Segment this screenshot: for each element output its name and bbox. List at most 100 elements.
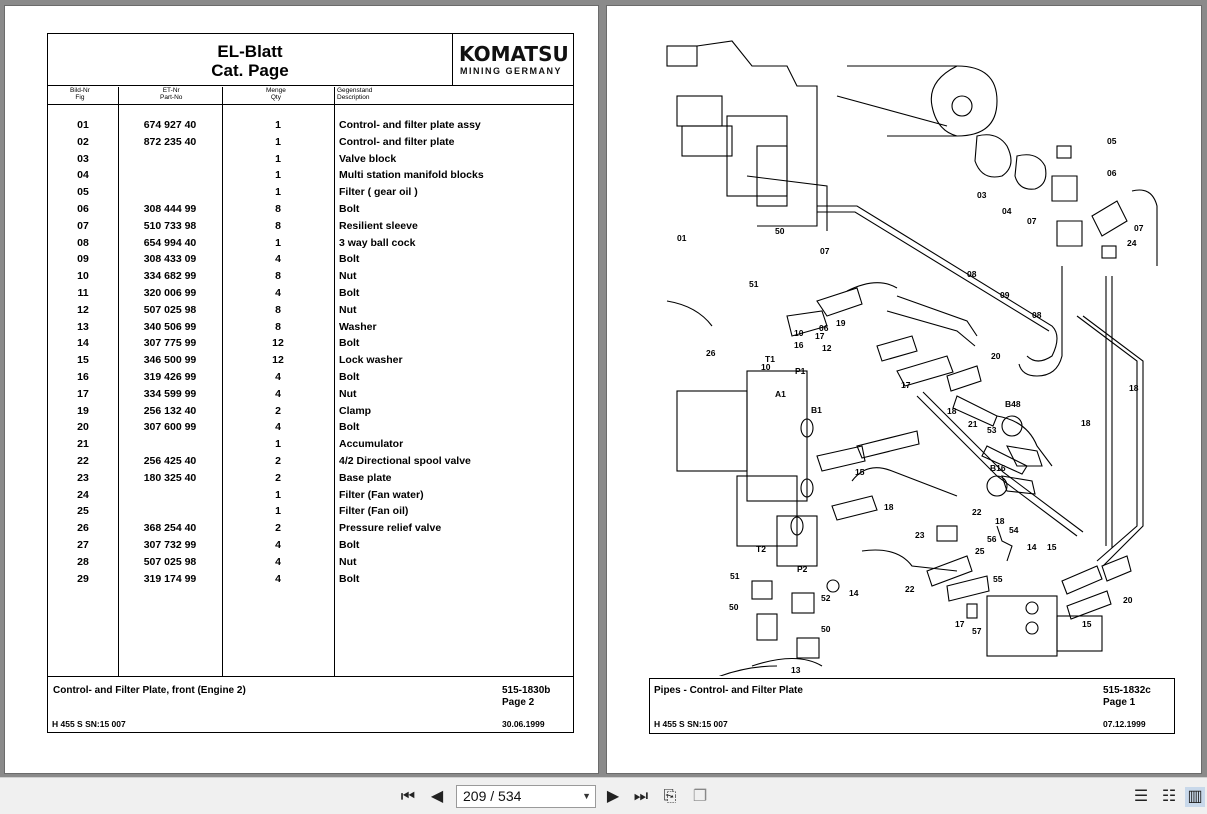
footer-page: Page 2 xyxy=(502,697,535,708)
callout-label: 15 xyxy=(855,467,865,477)
description-cell: Bolt xyxy=(339,421,360,434)
part-no-cell: 320 006 99 xyxy=(143,286,197,299)
diagram-footer-code: 515-1832c xyxy=(1103,685,1151,696)
part-no-cell: 308 444 99 xyxy=(143,202,197,215)
part-no-cell: 872 235 40 xyxy=(143,135,197,148)
logo-sub-text: MINING GERMANY xyxy=(460,66,562,76)
description-cell: Valve block xyxy=(339,152,397,165)
callout-label: 04 xyxy=(1002,206,1012,216)
description-cell: Nut xyxy=(339,270,357,283)
last-page-icon[interactable]: ⏭ xyxy=(633,788,649,805)
fig-cell: 01 xyxy=(77,119,89,131)
callout-label: 06 xyxy=(1107,168,1117,178)
callout-label: 14 xyxy=(1027,542,1037,552)
first-page-icon[interactable]: ⏮ xyxy=(400,788,416,805)
qty-cell: 1 xyxy=(275,438,281,451)
qty-cell: 1 xyxy=(275,152,281,165)
callout-label: 18 xyxy=(947,406,957,416)
fig-cell: 19 xyxy=(77,404,89,417)
qty-cell: 4 xyxy=(275,370,281,383)
two-page-view-icon[interactable]: ▥ xyxy=(1185,787,1205,807)
fig-cell: 02 xyxy=(77,135,89,148)
fig-cell: 04 xyxy=(77,169,89,182)
description-cell: Bolt xyxy=(339,286,360,299)
callout-label: 50 xyxy=(775,226,785,236)
footer-code: 515-1830b xyxy=(502,685,551,696)
callout-label: 17 xyxy=(901,380,911,390)
callout-label: 23 xyxy=(915,530,925,540)
qty-cell: 4 xyxy=(275,421,281,434)
description-cell: Nut xyxy=(339,555,357,568)
previous-page-icon[interactable]: ◀ xyxy=(430,788,444,805)
diagram-footer-code-block: 515-1832c Page 1 xyxy=(1103,685,1151,709)
callout-label: 17 xyxy=(955,619,965,629)
catalog-header: EL-Blatt Cat. Page KOMATSU MINING GERMAN… xyxy=(48,34,573,86)
callout-label: 54 xyxy=(1009,525,1019,535)
part-no-cell: 368 254 40 xyxy=(143,522,197,535)
fig-cell: 25 xyxy=(77,505,89,518)
description-cell: 4/2 Directional spool valve xyxy=(339,454,471,467)
callout-label: 16 xyxy=(794,340,804,350)
left-catalog-page: EL-Blatt Cat. Page KOMATSU MINING GERMAN… xyxy=(4,5,599,774)
description-cell: Bolt xyxy=(339,202,360,215)
compare-icon[interactable]: ❐ xyxy=(692,788,708,805)
logo-main-text: KOMATSU xyxy=(459,42,569,66)
description-cell: Base plate xyxy=(339,471,392,484)
catalog-frame: EL-Blatt Cat. Page KOMATSU MINING GERMAN… xyxy=(47,33,574,733)
callout-label: 06 xyxy=(819,323,829,333)
chevron-down-icon[interactable]: ▼ xyxy=(582,791,591,801)
fig-cell: 17 xyxy=(77,387,89,400)
column-divider xyxy=(334,87,335,676)
part-no-cell: 308 433 09 xyxy=(143,253,197,266)
diagram-footer-title: Pipes - Control- and Filter Plate xyxy=(654,685,803,696)
callout-label: 08 xyxy=(967,269,977,279)
page-number-select[interactable]: 209 / 534 ▼ xyxy=(456,785,596,808)
callout-label: B16 xyxy=(990,463,1006,473)
fig-cell: 27 xyxy=(77,538,89,551)
single-page-view-icon[interactable]: ☰ xyxy=(1133,788,1149,805)
fig-cell: 03 xyxy=(77,152,89,165)
callout-label: 24 xyxy=(1127,238,1137,248)
callout-label: T2 xyxy=(756,544,766,554)
continuous-view-icon[interactable]: ☷ xyxy=(1161,788,1177,805)
part-no-cell: 307 600 99 xyxy=(143,421,197,434)
callout-label: 13 xyxy=(791,665,801,675)
description-cell: Filter ( gear oil ) xyxy=(339,186,418,199)
qty-cell: 2 xyxy=(275,522,281,535)
callout-label: 20 xyxy=(991,351,1001,361)
callout-label: 50 xyxy=(729,602,739,612)
qty-cell: 1 xyxy=(275,488,281,501)
rotate-icon[interactable]: ⎘ xyxy=(663,788,677,805)
qty-cell: 1 xyxy=(275,505,281,518)
qty-cell: 1 xyxy=(275,236,281,249)
fig-cell: 22 xyxy=(77,454,89,467)
qty-cell: 12 xyxy=(272,337,284,350)
part-no-cell: 307 775 99 xyxy=(143,337,197,350)
next-page-icon[interactable]: ▶ xyxy=(606,788,620,805)
fig-cell: 21 xyxy=(77,438,89,451)
callout-label: T1 xyxy=(765,354,775,364)
callout-label: 51 xyxy=(749,279,759,289)
title-line-2: Cat. Page xyxy=(211,61,289,80)
part-no-cell: 319 174 99 xyxy=(143,572,197,585)
callout-label: 10 xyxy=(794,328,804,338)
fig-cell: 10 xyxy=(77,270,89,283)
qty-cell: 12 xyxy=(272,354,284,367)
footer-title: Control- and Filter Plate, front (Engine… xyxy=(53,685,246,696)
